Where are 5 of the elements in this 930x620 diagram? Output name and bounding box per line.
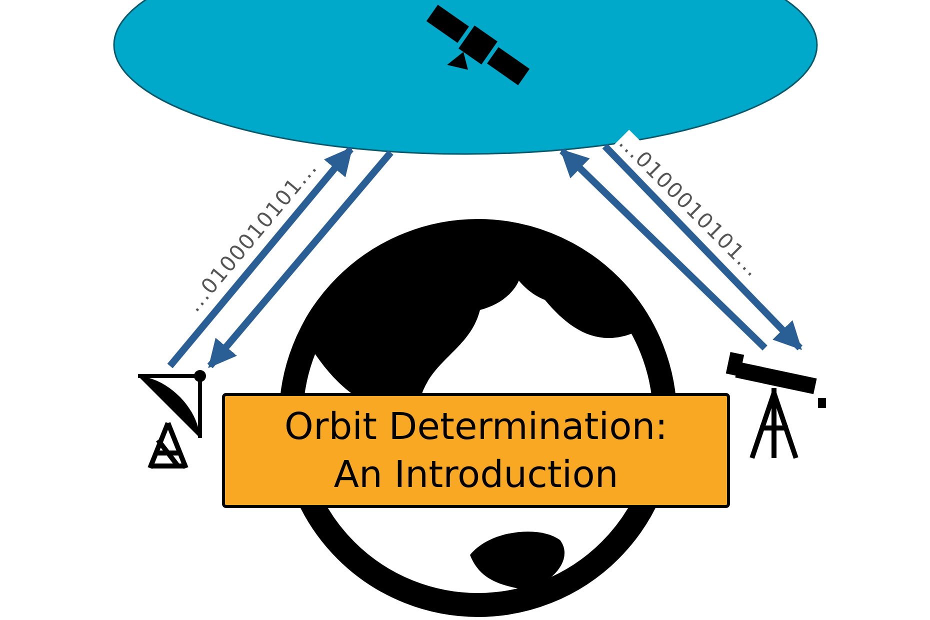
- arrow: [207, 150, 394, 368]
- arrow: [602, 144, 803, 350]
- arrow: [167, 146, 354, 368]
- title-banner: Orbit Determination: An Introduction: [222, 393, 730, 508]
- arrow: [560, 148, 768, 350]
